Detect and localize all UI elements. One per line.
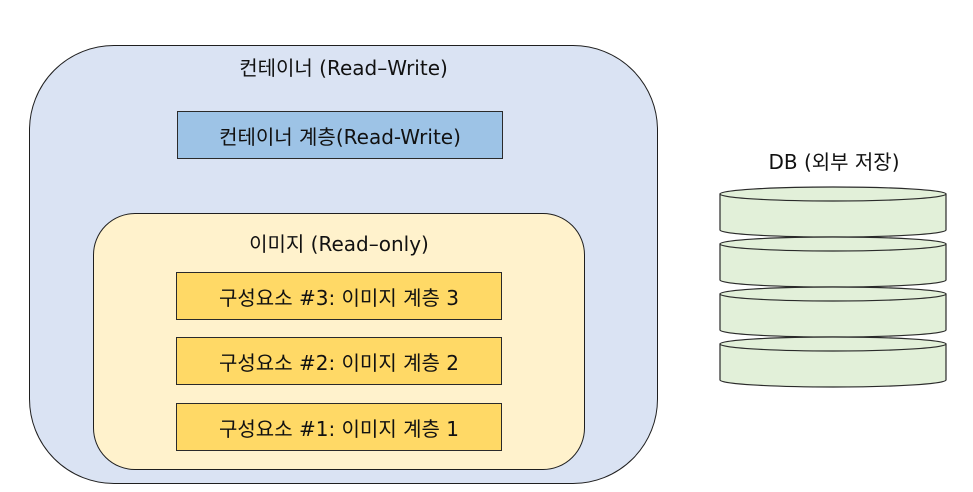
image-layer-3: 구성요소 #3: 이미지 계층 3	[176, 272, 502, 320]
database-stack-icon	[719, 186, 947, 388]
image-layer-1-label: 구성요소 #1: 이미지 계층 1	[219, 416, 459, 441]
container-rw-layer: 컨테이너 계층(Read-Write)	[177, 111, 503, 159]
image-layer-3-label: 구성요소 #3: 이미지 계층 3	[219, 285, 459, 310]
db-disk-2	[719, 236, 947, 288]
db-disk-4	[719, 336, 947, 388]
container-rw-layer-label: 컨테이너 계층(Read-Write)	[219, 124, 461, 149]
image-layer-2-label: 구성요소 #2: 이미지 계층 2	[219, 350, 459, 375]
container-title: 컨테이너 (Read–Write)	[239, 56, 448, 80]
image-group: 이미지 (Read–only) 구성요소 #3: 이미지 계층 3 구성요소 #…	[93, 213, 585, 470]
db-disk-3	[719, 286, 947, 338]
container-group: 컨테이너 (Read–Write) 컨테이너 계층(Read-Write) 이미…	[29, 45, 658, 484]
db-label: DB (외부 저장)	[768, 150, 900, 174]
image-layer-2: 구성요소 #2: 이미지 계층 2	[176, 337, 502, 385]
db-disk-1	[719, 186, 947, 238]
image-layer-1: 구성요소 #1: 이미지 계층 1	[176, 403, 502, 451]
image-title: 이미지 (Read–only)	[249, 232, 429, 256]
